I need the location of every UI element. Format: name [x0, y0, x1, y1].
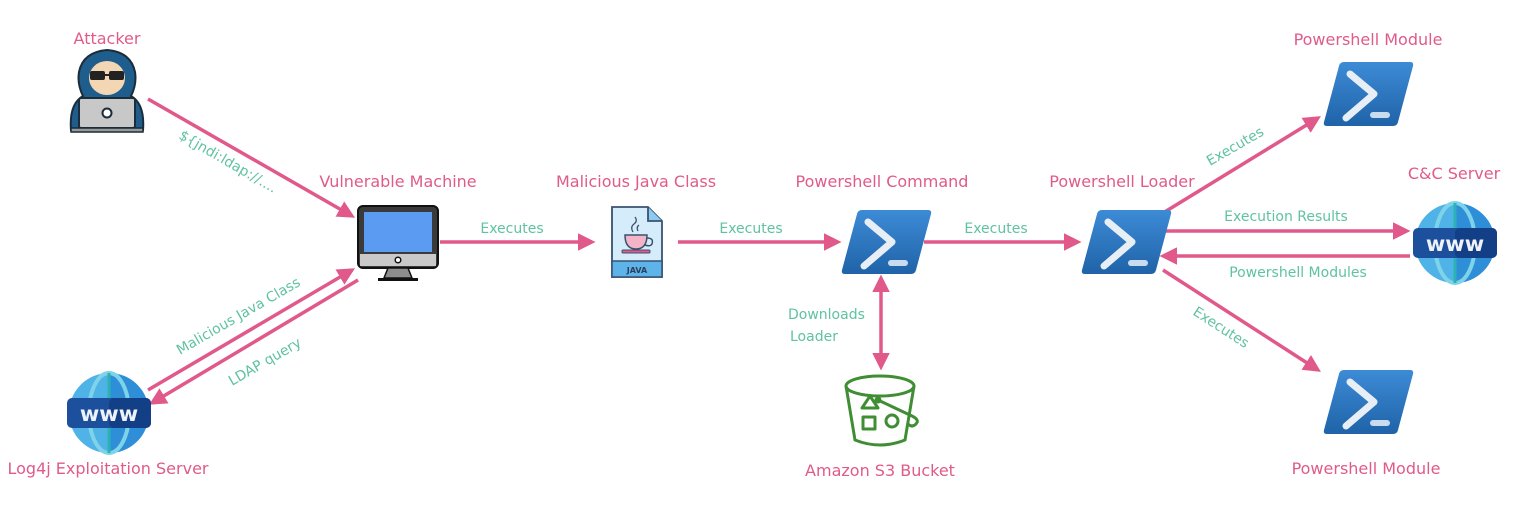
edge-label-downloads: Downloads: [788, 307, 865, 323]
node-label-cc-server: C&C Server: [1408, 164, 1501, 183]
edge-vm-to-log4j: [148, 278, 359, 405]
s3-bucket-icon: [844, 374, 919, 447]
edge-attacker-to-vm: [147, 97, 356, 218]
edge-label-vm-executes: Executes: [480, 221, 543, 237]
node-log4j-server[interactable]: Log4j Exploitation Server: [8, 371, 209, 478]
node-powershell-module-top[interactable]: Powershell Module: [1294, 30, 1443, 126]
powershell-icon: [1082, 210, 1171, 274]
node-label-log4j-server: Log4j Exploitation Server: [8, 459, 209, 478]
node-attacker[interactable]: Attacker: [69, 29, 145, 133]
node-powershell-loader[interactable]: Powershell Loader: [1049, 172, 1195, 274]
hacker-icon: [69, 48, 145, 133]
edge-label-java-executes: Executes: [719, 221, 782, 237]
node-label-powershell-module-top: Powershell Module: [1294, 30, 1443, 49]
node-cc-server[interactable]: C&C Server: [1408, 164, 1501, 285]
node-label-powershell-module-bottom: Powershell Module: [1292, 459, 1441, 478]
node-powershell-module-bottom[interactable]: Powershell Module: [1292, 370, 1441, 478]
node-label-powershell-command: Powershell Command: [796, 172, 969, 191]
edge-label-ldap-query: LDAP query: [226, 335, 304, 389]
node-label-powershell-loader: Powershell Loader: [1049, 172, 1195, 191]
node-vulnerable-machine[interactable]: Vulnerable Machine: [319, 172, 477, 281]
edge-label-module-bottom-executes: Executes: [1190, 304, 1252, 352]
edge-label-jndi: ${jndi:ldap://....: [176, 128, 279, 197]
node-label-attacker: Attacker: [74, 29, 141, 48]
java-badge: JAVA: [626, 266, 648, 275]
edge-label-pscmd-executes: Executes: [964, 221, 1027, 237]
www-globe-icon: [1411, 201, 1499, 285]
edge-label-powershell-modules: Powershell Modules: [1229, 265, 1367, 281]
node-label-vulnerable-machine: Vulnerable Machine: [319, 172, 476, 191]
node-label-s3-bucket: Amazon S3 Bucket: [805, 461, 955, 480]
edge-log4j-to-vm: [147, 268, 356, 392]
edge-label-loader: Loader: [790, 329, 838, 345]
java-file-icon: JAVA: [611, 206, 663, 278]
node-s3-bucket[interactable]: Amazon S3 Bucket: [805, 374, 955, 480]
powershell-icon: [842, 210, 931, 274]
node-malicious-java-class[interactable]: Malicious Java Class JAVA: [556, 172, 716, 278]
edge-label-execution-results: Execution Results: [1224, 209, 1348, 225]
edge-label-module-top-executes: Executes: [1204, 124, 1267, 169]
computer-monitor-icon: [357, 205, 439, 281]
www-globe-icon: [65, 371, 153, 455]
edge-loader-to-module-top: [1162, 116, 1321, 215]
node-powershell-command[interactable]: Powershell Command: [796, 172, 969, 274]
powershell-icon: [1324, 62, 1413, 126]
powershell-icon: [1324, 370, 1413, 434]
node-label-malicious-java-class: Malicious Java Class: [556, 172, 716, 191]
edge-loader-to-module-bottom: [1162, 268, 1321, 372]
